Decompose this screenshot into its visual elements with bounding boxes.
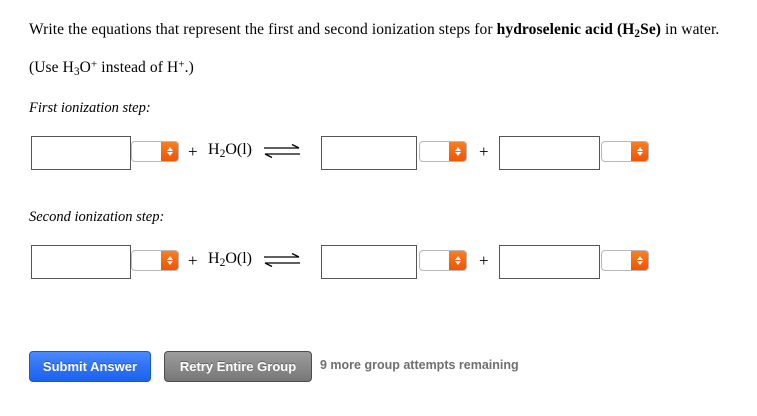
chevron-down-icon <box>166 261 173 265</box>
chevron-down-icon <box>636 261 643 265</box>
note-suffix: .) <box>184 59 194 76</box>
prompt-text-suffix: in water. <box>661 21 720 38</box>
reactant-formula-input-second[interactable] <box>31 245 131 279</box>
chemical-name-text-2: Se) <box>640 21 662 38</box>
chevron-updown-icon[interactable] <box>631 251 648 270</box>
question-note: (Use H3O+ instead of H+.) <box>29 58 194 79</box>
chevron-updown-icon[interactable] <box>449 142 466 161</box>
chevron-down-icon <box>636 152 643 156</box>
product-2-state-select-second[interactable] <box>601 250 649 271</box>
chevron-up-icon <box>166 256 173 260</box>
water-rest: O(l) <box>225 250 252 267</box>
product-1-state-select-first[interactable] <box>419 141 467 162</box>
product-1-formula-input-first[interactable] <box>321 136 417 170</box>
water-h: H <box>208 141 220 158</box>
product-2-state-select-first[interactable] <box>601 141 649 162</box>
note-superscript: + <box>90 58 98 71</box>
chevron-up-icon <box>636 147 643 151</box>
question-prompt: Write the equations that represent the f… <box>29 21 720 41</box>
chevron-updown-icon[interactable] <box>631 142 648 161</box>
submit-answer-button[interactable]: Submit Answer <box>29 351 151 382</box>
retry-entire-group-button[interactable]: Retry Entire Group <box>164 351 312 382</box>
product-1-formula-input-second[interactable] <box>321 245 417 279</box>
chevron-updown-icon[interactable] <box>161 251 178 270</box>
equilibrium-arrow-icon <box>264 143 300 159</box>
chevron-down-icon <box>454 261 461 265</box>
attempts-remaining-text: 9 more group attempts remaining <box>320 358 519 372</box>
plus-sign-left-second: + <box>188 251 198 270</box>
chevron-up-icon <box>454 147 461 151</box>
product-2-formula-input-second[interactable] <box>499 245 600 279</box>
note-superscript-2: + <box>178 58 185 71</box>
reactant-state-select-first[interactable] <box>131 141 179 162</box>
chevron-up-icon <box>636 256 643 260</box>
chevron-down-icon <box>454 152 461 156</box>
reactant-formula-input-first[interactable] <box>31 136 131 170</box>
water-h: H <box>208 250 220 267</box>
chemical-name-text: hydroselenic acid (H <box>496 21 635 38</box>
prompt-text-prefix: Write the equations that represent the f… <box>29 21 497 38</box>
note-mid-2: instead of H <box>97 59 179 76</box>
chevron-up-icon <box>454 256 461 260</box>
water-subscript: 2 <box>219 257 226 270</box>
chemical-subscript: 2 <box>634 28 641 41</box>
product-2-formula-input-first[interactable] <box>499 136 600 170</box>
reactant-state-select-second[interactable] <box>131 250 179 271</box>
water-rest: O(l) <box>225 141 252 158</box>
water-subscript: 2 <box>219 148 226 161</box>
chevron-up-icon <box>166 147 173 151</box>
product-1-state-select-second[interactable] <box>419 250 467 271</box>
note-subscript: 3 <box>73 66 80 79</box>
plus-sign-right-first: + <box>479 142 489 161</box>
chevron-updown-icon[interactable] <box>449 251 466 270</box>
chevron-down-icon <box>166 152 173 156</box>
note-prefix: (Use H <box>29 59 74 76</box>
equilibrium-arrow-icon <box>264 252 300 268</box>
step-label-second: Second ionization step: <box>29 209 165 225</box>
plus-sign-right-second: + <box>479 251 489 270</box>
note-mid: O <box>79 59 91 76</box>
water-formula-second: H2O(l) <box>208 250 252 270</box>
step-label-first: First ionization step: <box>29 100 151 116</box>
water-formula-first: H2O(l) <box>208 141 252 161</box>
plus-sign-left-first: + <box>188 142 198 161</box>
chevron-updown-icon[interactable] <box>161 142 178 161</box>
chemical-name-bold: hydroselenic acid (H2Se) <box>496 21 662 41</box>
